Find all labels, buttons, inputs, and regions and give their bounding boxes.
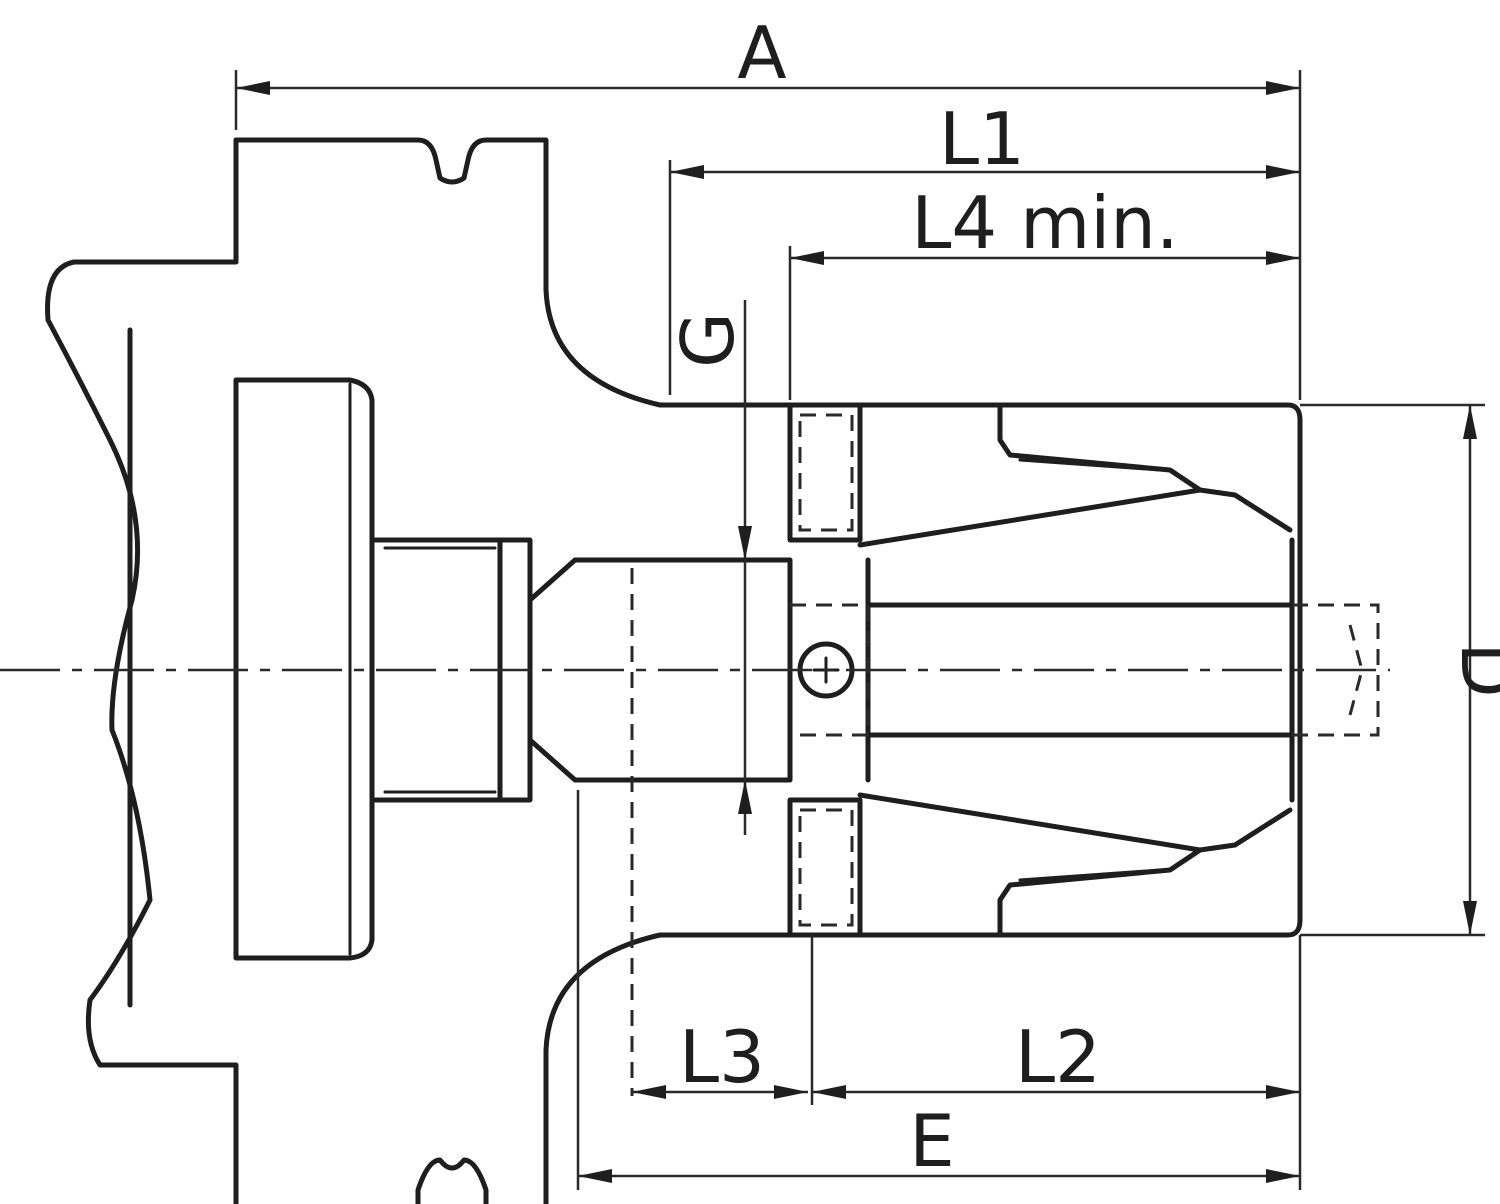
nut-thread-bottom xyxy=(1018,868,1162,882)
pull-stud-outline xyxy=(527,557,793,783)
dim-A-arrow-left xyxy=(236,81,270,95)
dim-D-arrow-top xyxy=(1463,405,1477,439)
flange-bottom-groove xyxy=(233,1157,489,1204)
insert-top-block xyxy=(787,402,863,543)
dim-L4-arrow-right xyxy=(1266,251,1300,265)
dim-L3-label: L3 xyxy=(679,1015,765,1099)
dim-D-arrow-bottom xyxy=(1463,901,1477,935)
dim-G-arrow-top xyxy=(738,526,752,560)
dim-L4-label: L4 min. xyxy=(911,181,1178,265)
collet-bottom-taper xyxy=(857,792,1293,853)
shank-thread xyxy=(383,546,497,794)
dim-L1-label: L1 xyxy=(939,97,1025,181)
dim-L2-label: L2 xyxy=(1015,1015,1101,1099)
dim-E-arrow-right xyxy=(1266,1169,1300,1183)
dim-G-label: G xyxy=(666,312,750,368)
dim-L2-arrow-right xyxy=(1266,1085,1300,1099)
dim-D-label: D xyxy=(1445,642,1500,697)
dim-L2-arrow-left xyxy=(812,1085,846,1099)
spindle-flange-outline xyxy=(233,137,1303,1204)
insert-hidden-bottom xyxy=(798,808,854,927)
dim-E-arrow-left xyxy=(578,1169,612,1183)
dim-E-label: E xyxy=(909,1099,955,1183)
nut-top-profile xyxy=(997,402,1203,493)
flange-left-outline xyxy=(45,137,239,1204)
dim-L3-arrow-right xyxy=(774,1085,808,1099)
dim-L3-arrow-left xyxy=(632,1085,666,1099)
insert-bottom-block xyxy=(787,797,863,938)
insert-hidden-top xyxy=(798,413,854,532)
tool-hidden-tip xyxy=(1348,624,1364,716)
nut-thread-top xyxy=(1018,458,1162,472)
dim-L1-arrow-right xyxy=(1266,165,1300,179)
dim-L4-arrow-left xyxy=(790,251,824,265)
dim-A-arrow-right xyxy=(1266,81,1300,95)
dim-A-label: A xyxy=(737,11,786,95)
nut-bottom-profile xyxy=(997,847,1203,938)
collet-top-taper xyxy=(857,487,1293,548)
dim-G-arrow-bottom xyxy=(738,780,752,814)
dim-L1-arrow-left xyxy=(670,165,704,179)
collar-outline xyxy=(127,327,375,1008)
